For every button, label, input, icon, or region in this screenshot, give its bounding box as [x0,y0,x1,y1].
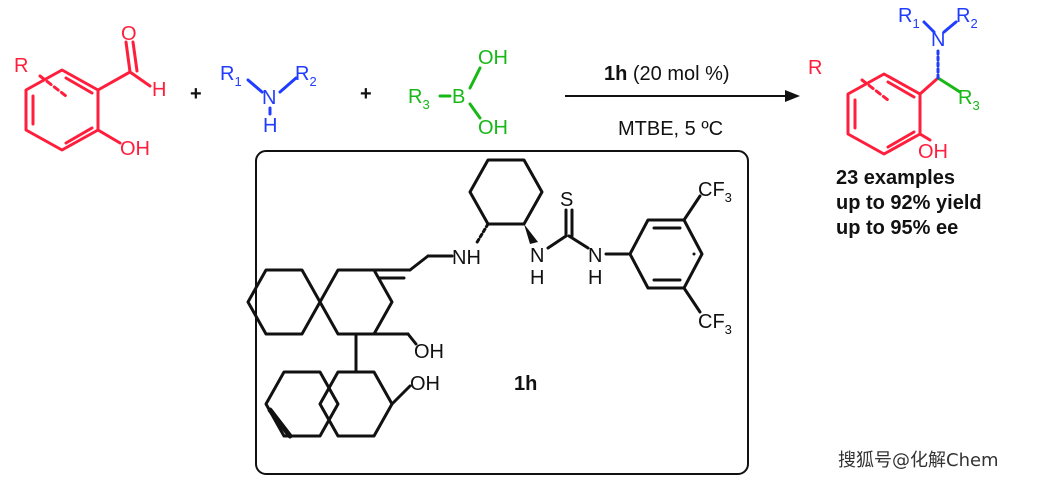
amine-n: N [262,87,276,109]
product-r3: R3 [958,87,980,113]
arrow-catalyst-label: 1h (20 mol %) [604,63,730,85]
catalyst-oh-bottom: OH [410,373,440,395]
product-r: R [808,57,822,79]
result-yield: up to 92% yield [836,192,982,214]
amine-r2: R2 [295,63,317,89]
catalyst-n-right: N [588,245,602,267]
boronic-oh-top: OH [478,47,508,69]
aldehyde-r-label: R [14,55,28,77]
reaction-arrow: 1h (20 mol %) MTBE, 5 ºC [565,63,800,140]
watermark-text: 搜狐号@化解Chem [838,450,999,471]
catalyst-structure: NH N H S N H CF3 CF3 OH [246,158,732,439]
catalyst-box [255,150,749,475]
product-n: N [931,29,945,51]
catalyst-h-mid: H [530,267,544,289]
product-oh: OH [918,141,948,163]
catalyst-cf3-bottom: CF3 [698,311,732,337]
plus-sign-1: + [190,83,202,105]
result-ee: up to 95% ee [836,217,958,239]
product-structure: R1 N R2 R R3 OH [808,5,980,163]
catalyst-oh-top: OH [414,341,444,363]
results-summary: 23 examples up to 92% yield up to 95% ee [836,167,982,239]
aldehyde-o-label: O [121,23,137,45]
catalyst-s: S [560,189,573,211]
catalyst-nh-left: NH [452,247,481,269]
catalyst-h-right: H [588,267,602,289]
plus-sign-2: + [360,83,372,105]
catalyst-name-label: 1h [514,373,537,395]
boronic-r3: R3 [408,86,430,112]
amine-h: H [263,115,277,137]
boronic-b: B [452,86,465,108]
product-r1: R1 [898,5,920,31]
boronic-acid: R3 B OH OH [408,47,508,139]
boronic-oh-bottom: OH [478,117,508,139]
salicylaldehyde: R O H OH [14,23,166,160]
secondary-amine: R1 N R2 H [220,63,317,137]
result-examples: 23 examples [836,167,955,189]
arrow-conditions-label: MTBE, 5 ºC [618,118,723,140]
aldehyde-h-label: H [152,79,166,101]
aldehyde-oh-label: OH [120,138,150,160]
amine-r1: R1 [220,63,242,89]
catalyst-n-mid: N [530,245,544,267]
product-r2: R2 [956,5,978,31]
catalyst-cf3-top: CF3 [698,179,732,205]
